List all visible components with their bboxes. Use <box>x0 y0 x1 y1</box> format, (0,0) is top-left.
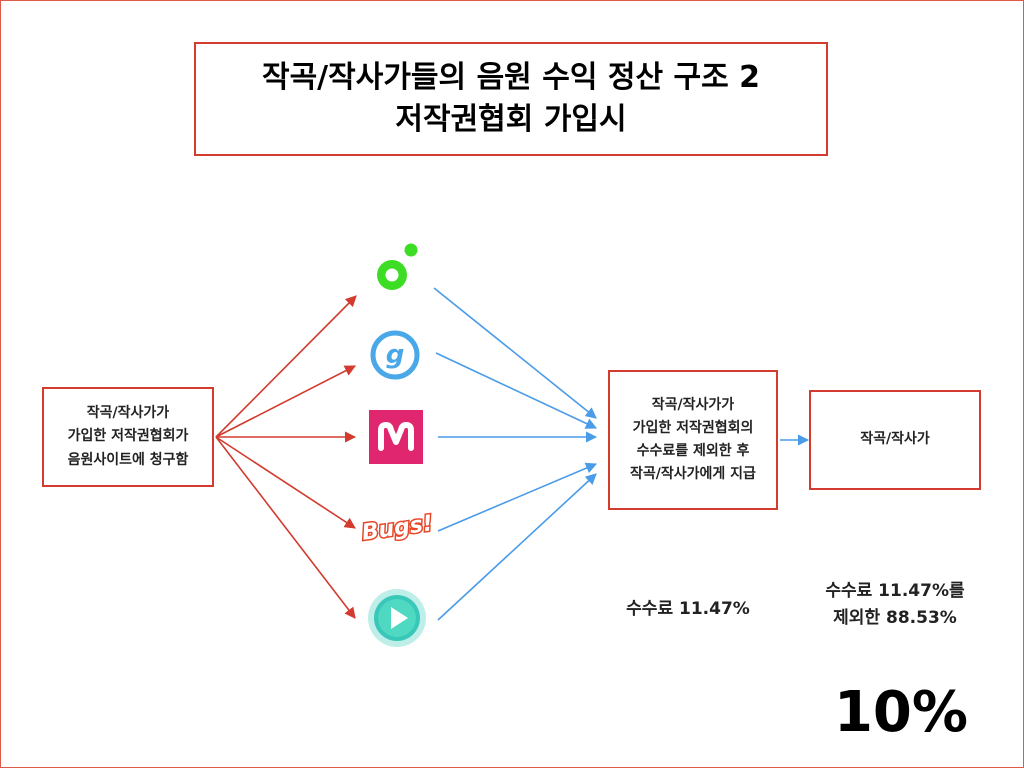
mnet-icon <box>369 410 423 464</box>
title-line-1: 작곡/작사가들의 음원 수익 정산 구조 2 <box>261 60 761 95</box>
title-line-2: 저작권협회 가입시 <box>395 102 627 137</box>
payment-arrow-genie <box>435 352 598 429</box>
settlement-line-2: 가입한 저작권협회의 <box>632 419 754 436</box>
payment-arrows <box>433 287 810 621</box>
request-arrow-play <box>215 436 356 619</box>
payment-arrow-bugs <box>437 462 598 532</box>
settlement-line-4: 작곡/작사가에게 지급 <box>630 466 756 483</box>
request-line-2: 가입한 저작권협회가 <box>67 428 189 445</box>
request-line-1: 작곡/작사가가 <box>86 405 170 422</box>
svg-text:g: g <box>386 340 405 370</box>
title-box: 작곡/작사가들의 음원 수익 정산 구조 2 저작권협회 가입시 <box>194 42 828 156</box>
settlement-line-1: 작곡/작사가가 <box>651 396 735 413</box>
net-payout-line-2: 제외한 88.53% <box>833 608 957 629</box>
request-box: 작곡/작사가가 가입한 저작권협회가 음원사이트에 청구함 <box>42 387 214 487</box>
payment-arrow-melon <box>433 287 597 419</box>
request-arrow-bugs <box>215 436 356 529</box>
genie-icon: g <box>370 330 420 380</box>
request-arrows <box>215 295 357 619</box>
melon-icon <box>377 243 418 290</box>
settlement-line-3: 수수료를 제외한 후 <box>636 443 750 459</box>
author-label: 작곡/작사가 <box>860 431 930 448</box>
svg-text:Bugs!: Bugs! <box>360 511 434 544</box>
request-arrow-melon <box>215 295 357 438</box>
play-icon <box>368 589 426 647</box>
fee-label: 수수료 11.47% <box>626 599 750 619</box>
author-box: 작곡/작사가 <box>809 390 981 490</box>
net-payout-line-1: 수수료 11.47%를 <box>825 581 965 601</box>
net-payout-label: 수수료 11.47%를 제외한 88.53% <box>800 578 990 632</box>
settlement-box: 작곡/작사가가 가입한 저작권협회의 수수료를 제외한 후 작곡/작사가에게 지… <box>608 370 778 510</box>
bugs-icon: Bugs! <box>360 510 434 544</box>
big-percentage: 10% <box>833 680 969 745</box>
request-arrow-genie <box>215 365 356 438</box>
payment-arrow-play <box>437 473 597 621</box>
request-line-3: 음원사이트에 청구함 <box>67 451 189 468</box>
